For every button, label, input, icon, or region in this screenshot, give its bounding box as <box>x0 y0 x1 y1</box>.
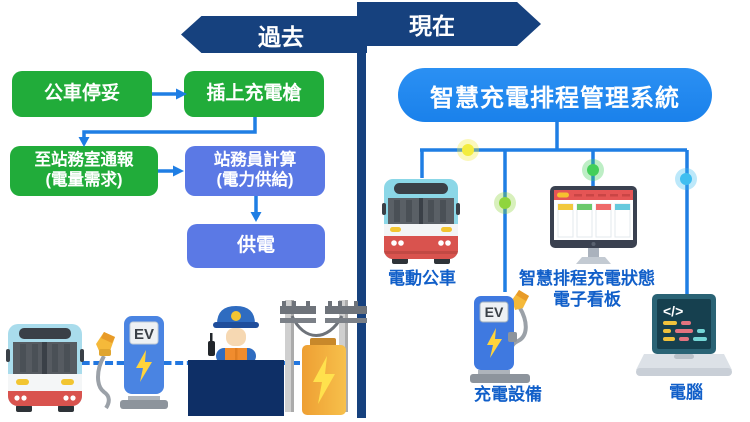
flow-step-bus-parked-label: 公車停妥 <box>43 82 120 104</box>
status-board-label: 智慧排程充電狀態 電子看板 <box>506 268 668 311</box>
ev-charger-icon-past: EV <box>120 316 168 409</box>
code-glyph: </> <box>663 303 683 319</box>
flow-step-plug-gun-label: 插上充電槍 <box>206 82 302 104</box>
smart-system-title: 智慧充電排程管理系統 <box>430 84 680 112</box>
flow-step-supply-power: 供電 <box>187 224 325 268</box>
flow-step-report-line1: 至站務室通報 <box>34 151 134 170</box>
status-dot-green <box>582 159 604 181</box>
flow-step-staff-calculate: 站務員計算 (電力供給) <box>185 146 325 196</box>
ev-charger-icon-present: EV <box>470 290 530 383</box>
status-board-label-line2: 電子看板 <box>553 290 621 310</box>
smart-system-title-pill: 智慧充電排程管理系統 <box>398 68 712 122</box>
system-connector-tree <box>420 120 697 298</box>
status-dot-cyan <box>675 168 697 190</box>
status-board-monitor-icon <box>550 186 637 264</box>
ev-screen-text: EV <box>485 304 504 320</box>
electric-bus-label: 電動公車 <box>388 269 456 288</box>
electric-bus-icon <box>382 179 460 264</box>
status-dot-yellow <box>457 139 479 161</box>
status-dot-lime <box>494 192 516 214</box>
flow-step-staff-line1: 站務員計算 <box>213 151 297 170</box>
laptop-icon: </> <box>636 294 732 376</box>
banner-past-arrow: 過去 <box>181 16 367 53</box>
bus-icon-past <box>6 324 84 412</box>
status-board-label-line1: 智慧排程充電狀態 <box>519 269 655 288</box>
flow-step-report-line2: (電量需求) <box>45 171 123 189</box>
flow-step-staff-line2: (電力供給) <box>216 171 294 189</box>
flow-arrows <box>78 88 262 222</box>
flow-step-plug-gun: 插上充電槍 <box>184 71 324 117</box>
flow-step-bus-parked: 公車停妥 <box>12 71 152 117</box>
banner-past-label: 過去 <box>258 23 304 50</box>
ev-screen-text: EV <box>134 326 154 343</box>
banner-present-label: 現在 <box>409 13 455 39</box>
charging-equipment-label: 充電設備 <box>474 385 542 404</box>
dashed-power-line <box>70 361 300 365</box>
charging-nozzle-icon <box>96 332 115 410</box>
timeline-divider <box>357 8 366 418</box>
banner-present-arrow: 現在 <box>357 2 541 46</box>
power-poles-battery-icon <box>280 300 367 415</box>
station-attendant-icon <box>188 306 284 416</box>
flow-step-report-station: 至站務室通報 (電量需求) <box>10 146 158 196</box>
flow-step-supply-label: 供電 <box>236 234 275 256</box>
computer-label: 電腦 <box>669 383 703 402</box>
